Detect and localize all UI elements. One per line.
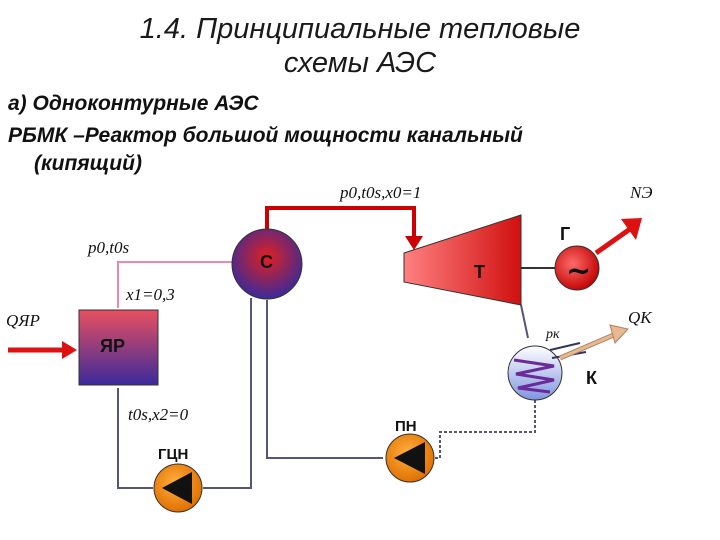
steam-params-label: p0,t0s,x0=1	[339, 183, 421, 202]
turbine	[403, 214, 522, 306]
feedpump-to-separator-line	[266, 300, 383, 459]
separator	[231, 228, 303, 300]
power-output-arrow	[594, 226, 632, 256]
condenser-label: К	[586, 368, 598, 388]
subtitle-line-3: (кипящий)	[34, 152, 142, 175]
circulation-pump-label: ГЦН	[158, 446, 188, 463]
feed-pump-label: ПН	[395, 418, 417, 435]
generator-label: Г	[560, 224, 570, 244]
p-condenser-label: pк	[545, 327, 560, 342]
water-params-label: t0s,x2=0	[128, 405, 189, 424]
generator-symbol: ~	[566, 254, 591, 289]
steam-line	[265, 206, 416, 238]
title-line-1: 1.4. Принципиальные тепловые	[139, 13, 581, 45]
separator-reactor-line	[117, 261, 232, 308]
steam-arrow-head	[405, 236, 423, 250]
separator-params-label: p0,t0s	[87, 238, 129, 257]
power-output-arrow-head	[621, 218, 642, 240]
q-condenser-label: QK	[628, 308, 653, 327]
turbine-to-condenser-line	[520, 304, 529, 339]
separator-to-circpump-line	[203, 298, 252, 489]
condenser-heat-arrow-head	[609, 324, 629, 344]
reactor	[78, 309, 159, 386]
condenser-coil	[513, 358, 555, 394]
reactor-heat-arrow-head	[62, 341, 77, 359]
subtitle-line-2: РБМК –Реактор большой мощности канальный	[8, 124, 523, 147]
q-reactor-label: QЯР	[6, 311, 40, 330]
turbine-label: Т	[474, 262, 485, 282]
feed-pump-triangle	[394, 442, 425, 474]
separator-label: С	[260, 252, 273, 272]
cooling-water-in-pipe	[549, 342, 581, 351]
condensate-to-feedpump-line	[433, 400, 536, 459]
circpump-to-reactor-line	[117, 388, 153, 489]
reactor-label: ЯР	[100, 336, 125, 356]
circulation-pump-triangle	[162, 472, 192, 504]
title-line-2: схемы АЭС	[283, 47, 437, 79]
n-electric-label: NЭ	[629, 183, 652, 202]
condenser-heat-arrow-fill	[559, 332, 617, 360]
x1-label: x1=0,3	[125, 285, 175, 304]
subtitle-line-1: а) Одноконтурные АЭС	[8, 92, 259, 115]
generator	[554, 245, 600, 291]
